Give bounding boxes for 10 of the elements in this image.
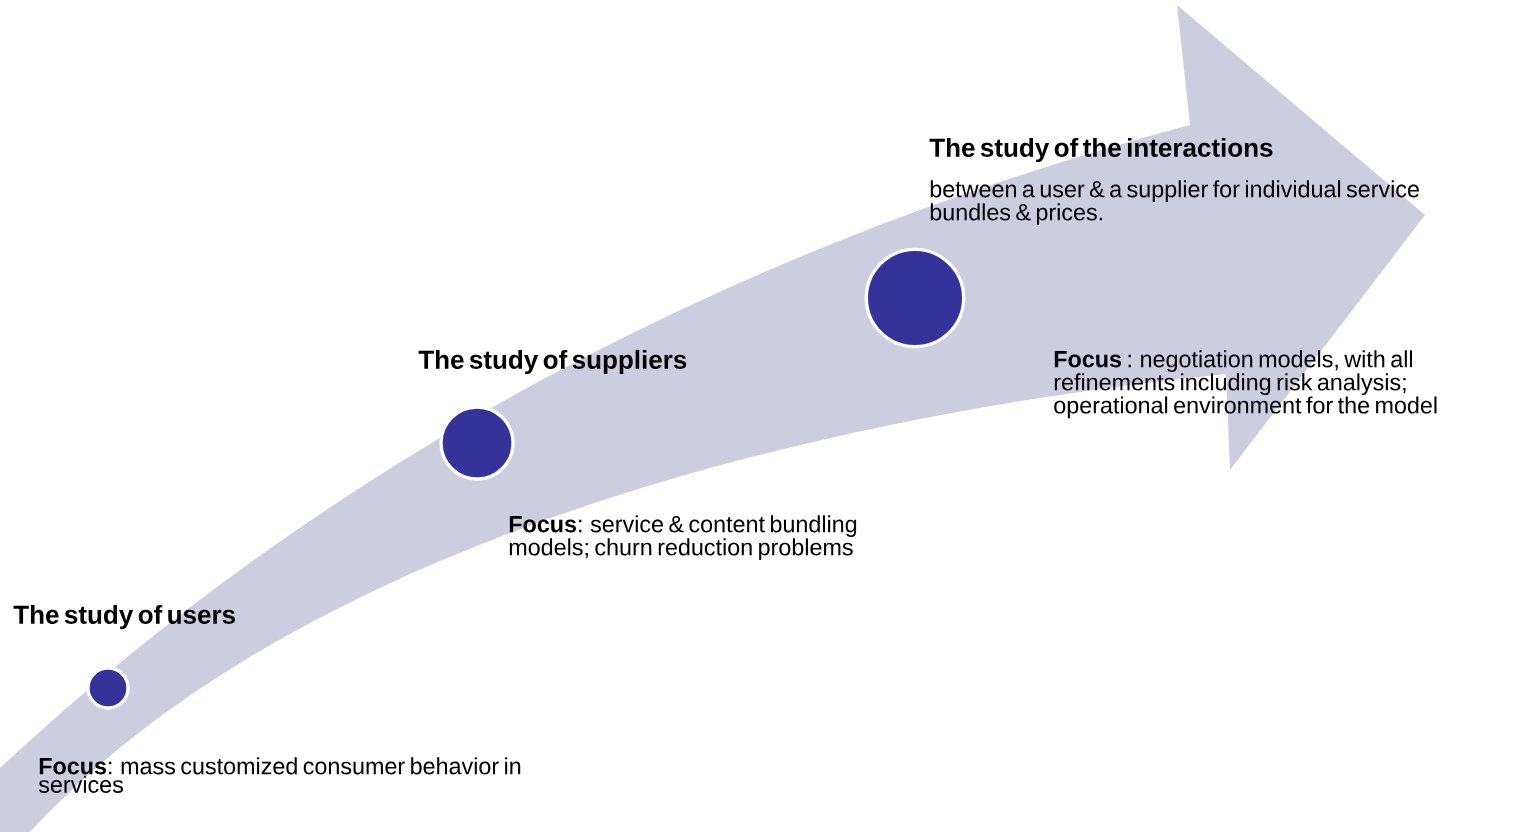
dot-marker [86,666,130,710]
description-text: Focus : negotiation models, with all refinements including risk analysis; operational environment for the model [1054,350,1437,419]
description-text: Focus: service & content bundling models; churn reduction problems [509,515,857,561]
stage-heading: The study of users [13,604,235,630]
dot-marker [439,405,515,481]
description-text: Focus: mass customized consumer behavior in services [38,757,521,793]
dot-marker [864,247,966,349]
stage-heading: The study of the interactions [929,137,1273,163]
stage-heading: The study of suppliers [418,349,687,375]
description-text: between a user & a supplier for individual service bundles & prices. [930,180,1419,226]
